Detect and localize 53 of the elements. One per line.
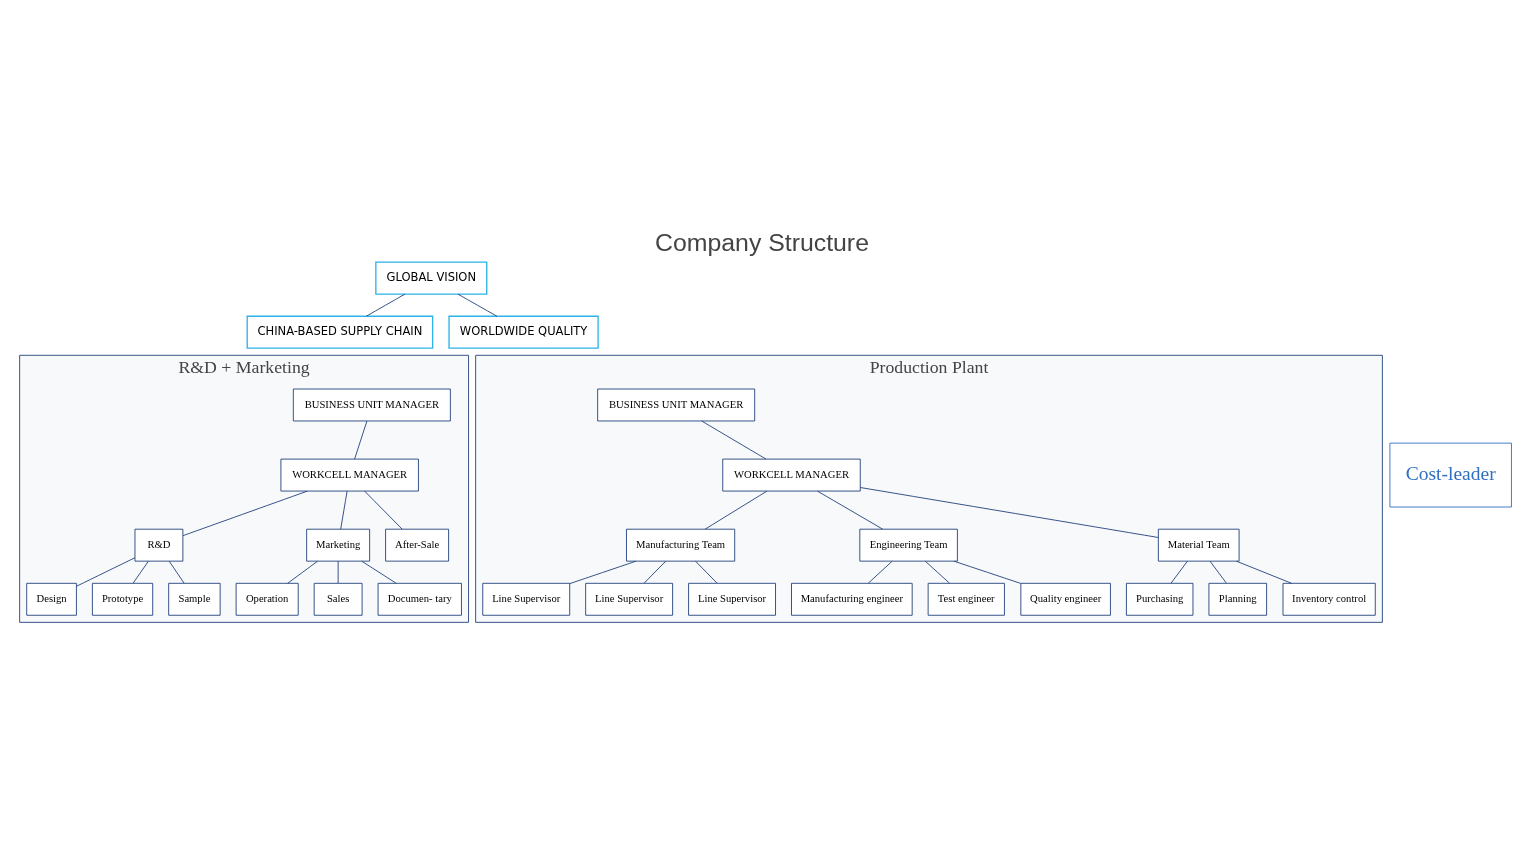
connector xyxy=(859,487,1159,538)
node-box: Manufacturing Team xyxy=(626,528,736,562)
diagram-title: Company Structure xyxy=(655,228,869,256)
node-box: Manufacturing engineer xyxy=(791,582,913,616)
node-box: R&D xyxy=(134,528,184,562)
node-box: Engineering Team xyxy=(859,528,958,562)
connector xyxy=(340,490,348,530)
node-box: Line Supervisor xyxy=(688,582,776,616)
node-box: Inventory control xyxy=(1282,582,1376,616)
connector xyxy=(695,560,718,584)
node-box: Quality engineer xyxy=(1020,582,1111,616)
node-box: Prototype xyxy=(91,582,154,616)
node-box: Purchasing xyxy=(1125,582,1194,616)
node-box: BUSINESS UNIT MANAGER xyxy=(292,388,451,422)
node-box: Design xyxy=(26,582,77,616)
connector xyxy=(704,490,768,530)
connector xyxy=(354,420,368,460)
connector xyxy=(924,560,950,584)
node-box: WORKCELL MANAGER xyxy=(722,458,861,492)
connector xyxy=(168,560,185,584)
node-box: Operation xyxy=(235,582,299,616)
node-box: CHINA-BASED SUPPLY CHAIN xyxy=(246,315,434,349)
node-box: Sample xyxy=(168,582,221,616)
node-box: Cost-leader xyxy=(1389,442,1512,508)
connector xyxy=(953,560,1022,584)
connector xyxy=(76,557,136,587)
node-box: Test engineer xyxy=(927,582,1005,616)
connector xyxy=(182,490,308,537)
connector xyxy=(287,560,319,584)
connector xyxy=(361,560,397,584)
connector xyxy=(817,490,884,530)
connector xyxy=(337,560,339,584)
node-box: GLOBAL VISION xyxy=(375,261,488,295)
connector xyxy=(643,560,667,584)
connector xyxy=(364,490,403,530)
node-box: WORKCELL MANAGER xyxy=(280,458,419,492)
connector xyxy=(867,560,893,584)
connector xyxy=(701,420,767,460)
node-box: Marketing xyxy=(306,528,371,562)
node-box: WORLDWIDE QUALITY xyxy=(448,315,599,349)
node-box: Line Supervisor xyxy=(585,582,674,616)
connector xyxy=(132,560,149,584)
node-box: Documen- tary xyxy=(377,582,462,616)
node-box: Line Supervisor xyxy=(482,582,571,616)
node-box: After-Sale xyxy=(385,528,450,562)
node-box: Planning xyxy=(1208,582,1268,616)
node-box: Sales xyxy=(313,582,363,616)
connector xyxy=(569,560,637,585)
connector xyxy=(1209,560,1227,584)
node-box: BUSINESS UNIT MANAGER xyxy=(597,388,756,422)
connector xyxy=(1170,560,1188,584)
node-box: Material Team xyxy=(1157,528,1240,562)
connector xyxy=(1236,560,1292,584)
